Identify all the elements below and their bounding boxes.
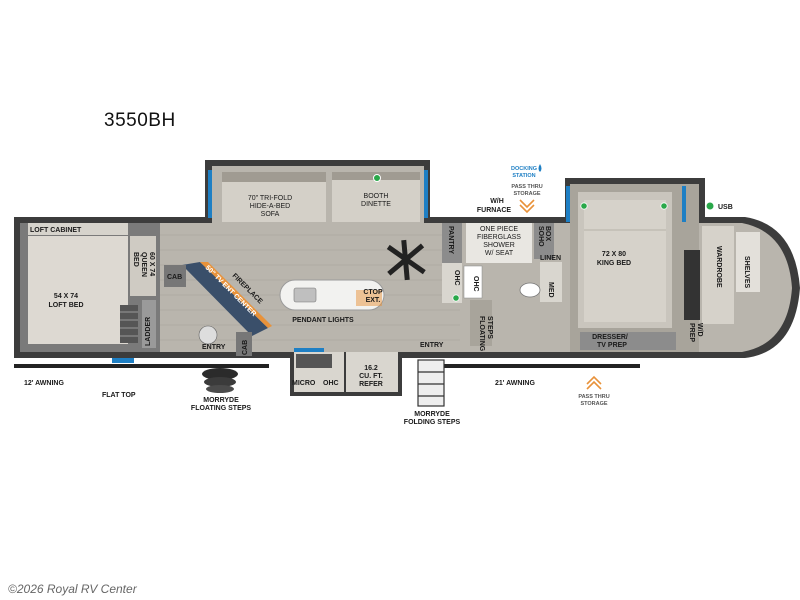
dinette-label-1: BOOTH [364,193,389,200]
usb-label: USB [718,204,733,211]
dresser-label-2: TV PREP [597,342,627,349]
master-bedroom [566,184,760,352]
morryde-floating-label-1: MORRYDE [203,397,239,404]
morryde-folding-label-2: FOLDING STEPS [404,419,461,426]
queen-bed-label: 60 X 74 QUEEN BED [132,252,155,277]
awning-21-label: 21' AWNING [495,380,535,387]
shower-label-1: ONE PIECE [480,226,518,233]
kitchen-island [279,279,385,311]
pantry-label: PANTRY [447,226,454,254]
wd-prep-label-2: PREP [688,323,695,342]
usb-icon [706,202,714,210]
floating-steps-icon [202,368,238,393]
ceiling-fan-icon [386,239,426,281]
ctop-label-1: CTOP [363,289,383,296]
ohc-label-1: OHC [323,380,339,387]
ohc-label-2: OHC [453,270,460,286]
queen-bed-label-1: 60 X 74 [148,252,155,276]
loft-bed [28,236,128,344]
cab-box-1 [164,265,186,287]
micro-label: MICRO [292,380,316,387]
refer-label-3: REFER [359,381,383,388]
dinette-label-2: DINETTE [361,201,391,208]
shelves [736,232,760,292]
loft-bed-label-2: LOFT BED [49,302,84,309]
sofa-slide [208,170,428,222]
wh-label: W/H [490,198,504,205]
cab-label-1: CAB [167,274,182,281]
cab-label-2: CAB [242,340,249,355]
box-label-1: SOHO [537,226,544,247]
box-label-2: BOX [544,226,551,242]
watermark: ©2026 Royal RV Center [8,582,137,596]
entry-label-2: ENTRY [420,342,444,349]
bunk-room [20,223,160,352]
wardrobe [702,226,734,324]
docking-label-1: DOCKING [511,166,537,172]
folding-steps-icon [417,359,445,407]
stove-icon [296,354,332,368]
sofa-label-3: SOFA [261,211,280,218]
model-number: 3550BH [104,110,176,131]
flat-top-label: FLAT TOP [102,392,136,399]
morryde-folding-label-1: MORRYDE [414,411,450,418]
ladder-label: LADDER [145,317,152,346]
awning-12 [14,364,269,368]
water-drop-icon [538,164,542,172]
refer-label-2: CU. FT. [359,373,383,380]
dresser-label-1: DRESSER/ [592,334,628,341]
kitchen-slide [290,348,402,396]
floating-steps-label-2: STEPS [486,316,493,339]
wd-prep-label-1: W/D [696,323,703,337]
bath-area [442,223,562,346]
arrow-down-icon [519,199,535,214]
shower-label-4: W/ SEAT [485,250,514,257]
loft-cabinet-label: LOFT CABINET [30,227,82,234]
shelves-label: SHELVES [743,256,750,288]
cab-box-2 [236,332,252,356]
shower-label-2: FIBERGLASS [477,234,521,241]
king-bed-label-1: 72 X 80 [602,251,626,258]
pass-thru-bottom-2: STORAGE [580,401,607,407]
awning-12-label: 12' AWNING [24,380,64,387]
pendant-lights-label: PENDANT LIGHTS [292,317,354,324]
queen-bed [130,236,156,296]
ohc-label-3: OHC [472,276,479,292]
med-label: MED [547,282,554,298]
loft-bed-label-1: 54 X 74 [54,293,78,300]
exterior [14,358,640,407]
pass-thru-top-1: PASS THRU [511,184,542,190]
sofa-label-2: HIDE-A-BED [250,203,290,210]
living-area [164,262,272,356]
shower [466,223,532,263]
shower-label-3: SHOWER [483,242,515,249]
arrow-up-icon [586,375,602,390]
sink-icon [293,287,317,303]
ctop-label-2: EXT. [366,297,381,304]
pass-thru-top-2: STORAGE [513,191,540,197]
sink-icon-bath [463,265,483,299]
queen-bed-label-3: BED [132,252,139,267]
furnace-label: FURNACE [477,207,512,214]
docking-label-2: STATION [512,173,535,179]
linen-label: LINEN [540,255,561,262]
queen-bed-label-2: QUEEN [140,252,147,277]
morryde-floating-label-2: FLOATING STEPS [191,405,251,412]
sofa-label-1: 70" TRI-FOLD [248,195,292,202]
entry-label-1: ENTRY [202,344,226,351]
pass-thru-bottom-1: PASS THRU [578,394,609,400]
awning-21 [440,364,640,368]
floating-steps-label-1: FLOATING [478,316,485,352]
wardrobe-label: WARDROBE [715,246,722,288]
king-bed-label-2: KING BED [597,260,631,267]
refer-label-1: 16.2 [364,365,378,372]
toilet-icon [519,282,541,298]
dresser [580,332,676,350]
